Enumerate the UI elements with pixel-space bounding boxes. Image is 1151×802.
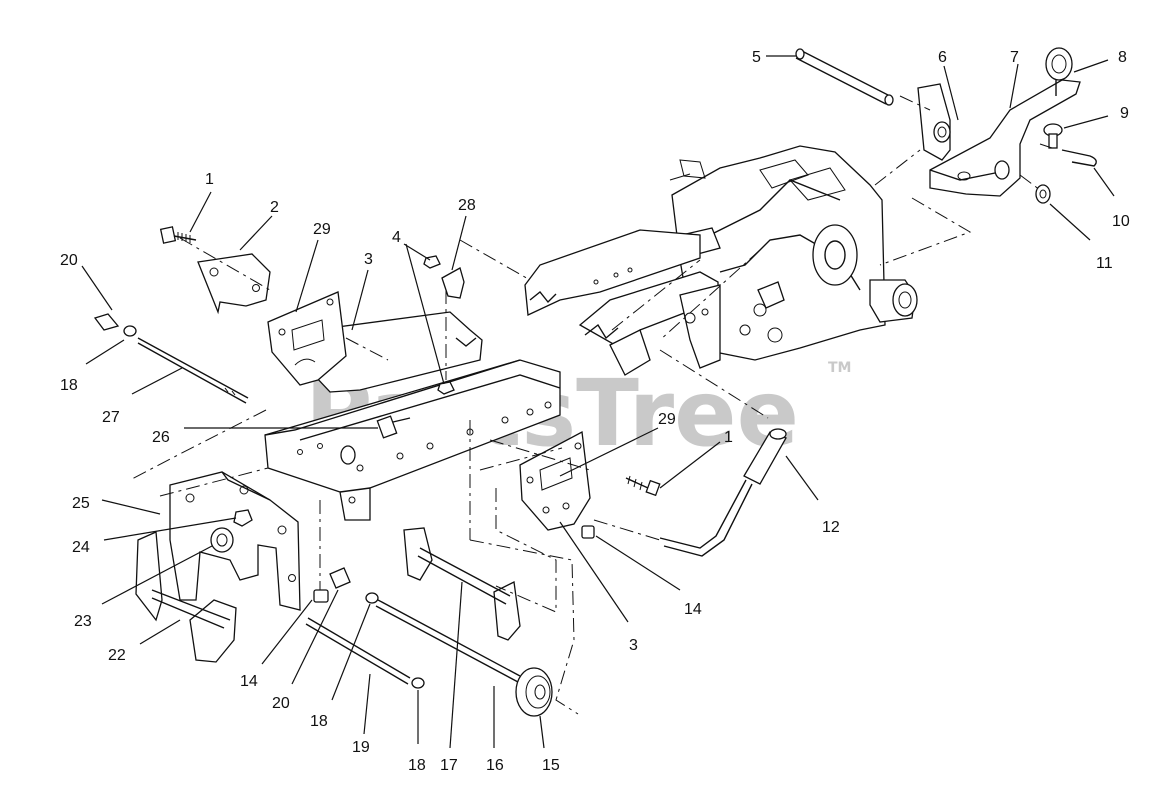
ring-11 <box>1035 184 1051 204</box>
callout-18: 18 <box>408 757 426 774</box>
spacer-14-right <box>581 525 595 539</box>
callout-29: 29 <box>313 221 331 238</box>
rod-16 <box>375 599 521 683</box>
handle-12 <box>659 428 787 557</box>
callout-4: 4 <box>392 229 401 246</box>
callout-28: 28 <box>458 197 476 214</box>
callout-7: 7 <box>1010 49 1019 66</box>
callout-14: 14 <box>684 601 702 618</box>
callout-15: 15 <box>542 757 560 774</box>
pulley-15 <box>515 667 553 717</box>
callout-2: 2 <box>270 199 279 216</box>
bracket-2 <box>197 253 271 315</box>
callout-numbers: 1 2 29 3 20 18 27 26 25 24 23 22 14 20 1… <box>60 49 1130 774</box>
callout-5: 5 <box>752 49 761 66</box>
bracket-6 <box>917 83 951 161</box>
callout-23: 23 <box>74 613 92 630</box>
callout-29: 29 <box>658 411 676 428</box>
callout-14: 14 <box>240 673 258 690</box>
callout-20: 20 <box>272 695 290 712</box>
callout-1: 1 <box>724 429 733 446</box>
bolt-26 <box>376 415 411 439</box>
part-9 <box>1043 123 1063 149</box>
callout-17: 17 <box>440 757 458 774</box>
callout-18: 18 <box>310 713 328 730</box>
callout-20: 20 <box>60 252 78 269</box>
callout-11: 11 <box>1096 255 1113 272</box>
watermark-tm: TM <box>828 360 851 376</box>
leader-lines <box>81 55 1115 749</box>
callout-3: 3 <box>629 637 638 654</box>
callout-16: 16 <box>486 757 504 774</box>
hairpin-10 <box>1061 149 1097 167</box>
callout-12: 12 <box>822 519 840 536</box>
bolt-1-left <box>159 226 197 244</box>
callout-19: 19 <box>352 739 370 756</box>
clip-28 <box>441 267 465 299</box>
bushing-23 <box>210 527 234 553</box>
spacer-14-left <box>313 589 329 603</box>
callout-10: 10 <box>1112 213 1130 230</box>
washer-18 <box>365 592 425 689</box>
callout-25: 25 <box>72 495 90 512</box>
callout-6: 6 <box>938 49 947 66</box>
centerlines <box>129 95 1053 715</box>
bolt-1-right <box>625 475 661 497</box>
rear-frame-rails <box>524 229 721 376</box>
nut-20-lower <box>329 567 351 589</box>
hitch-7 <box>929 79 1081 197</box>
callout-18: 18 <box>60 377 78 394</box>
plate-29-right <box>519 430 591 531</box>
callout-26: 26 <box>152 429 170 446</box>
bracket-assembly-22 <box>135 471 301 663</box>
callout-3: 3 <box>364 251 373 268</box>
callout-1: 1 <box>205 171 214 188</box>
callout-22: 22 <box>108 647 126 664</box>
callout-8: 8 <box>1118 49 1127 66</box>
pin-5 <box>795 48 894 106</box>
front-frame <box>264 311 561 521</box>
callout-24: 24 <box>72 539 90 556</box>
callout-9: 9 <box>1120 105 1129 122</box>
nut-24 <box>233 509 253 527</box>
plate-29-left <box>267 291 347 386</box>
bracket-17 <box>403 527 521 641</box>
rod-19 <box>305 617 411 685</box>
rod-27-assembly <box>93 313 249 404</box>
hitch-pin-8 <box>1045 47 1073 96</box>
callout-27: 27 <box>102 409 120 426</box>
